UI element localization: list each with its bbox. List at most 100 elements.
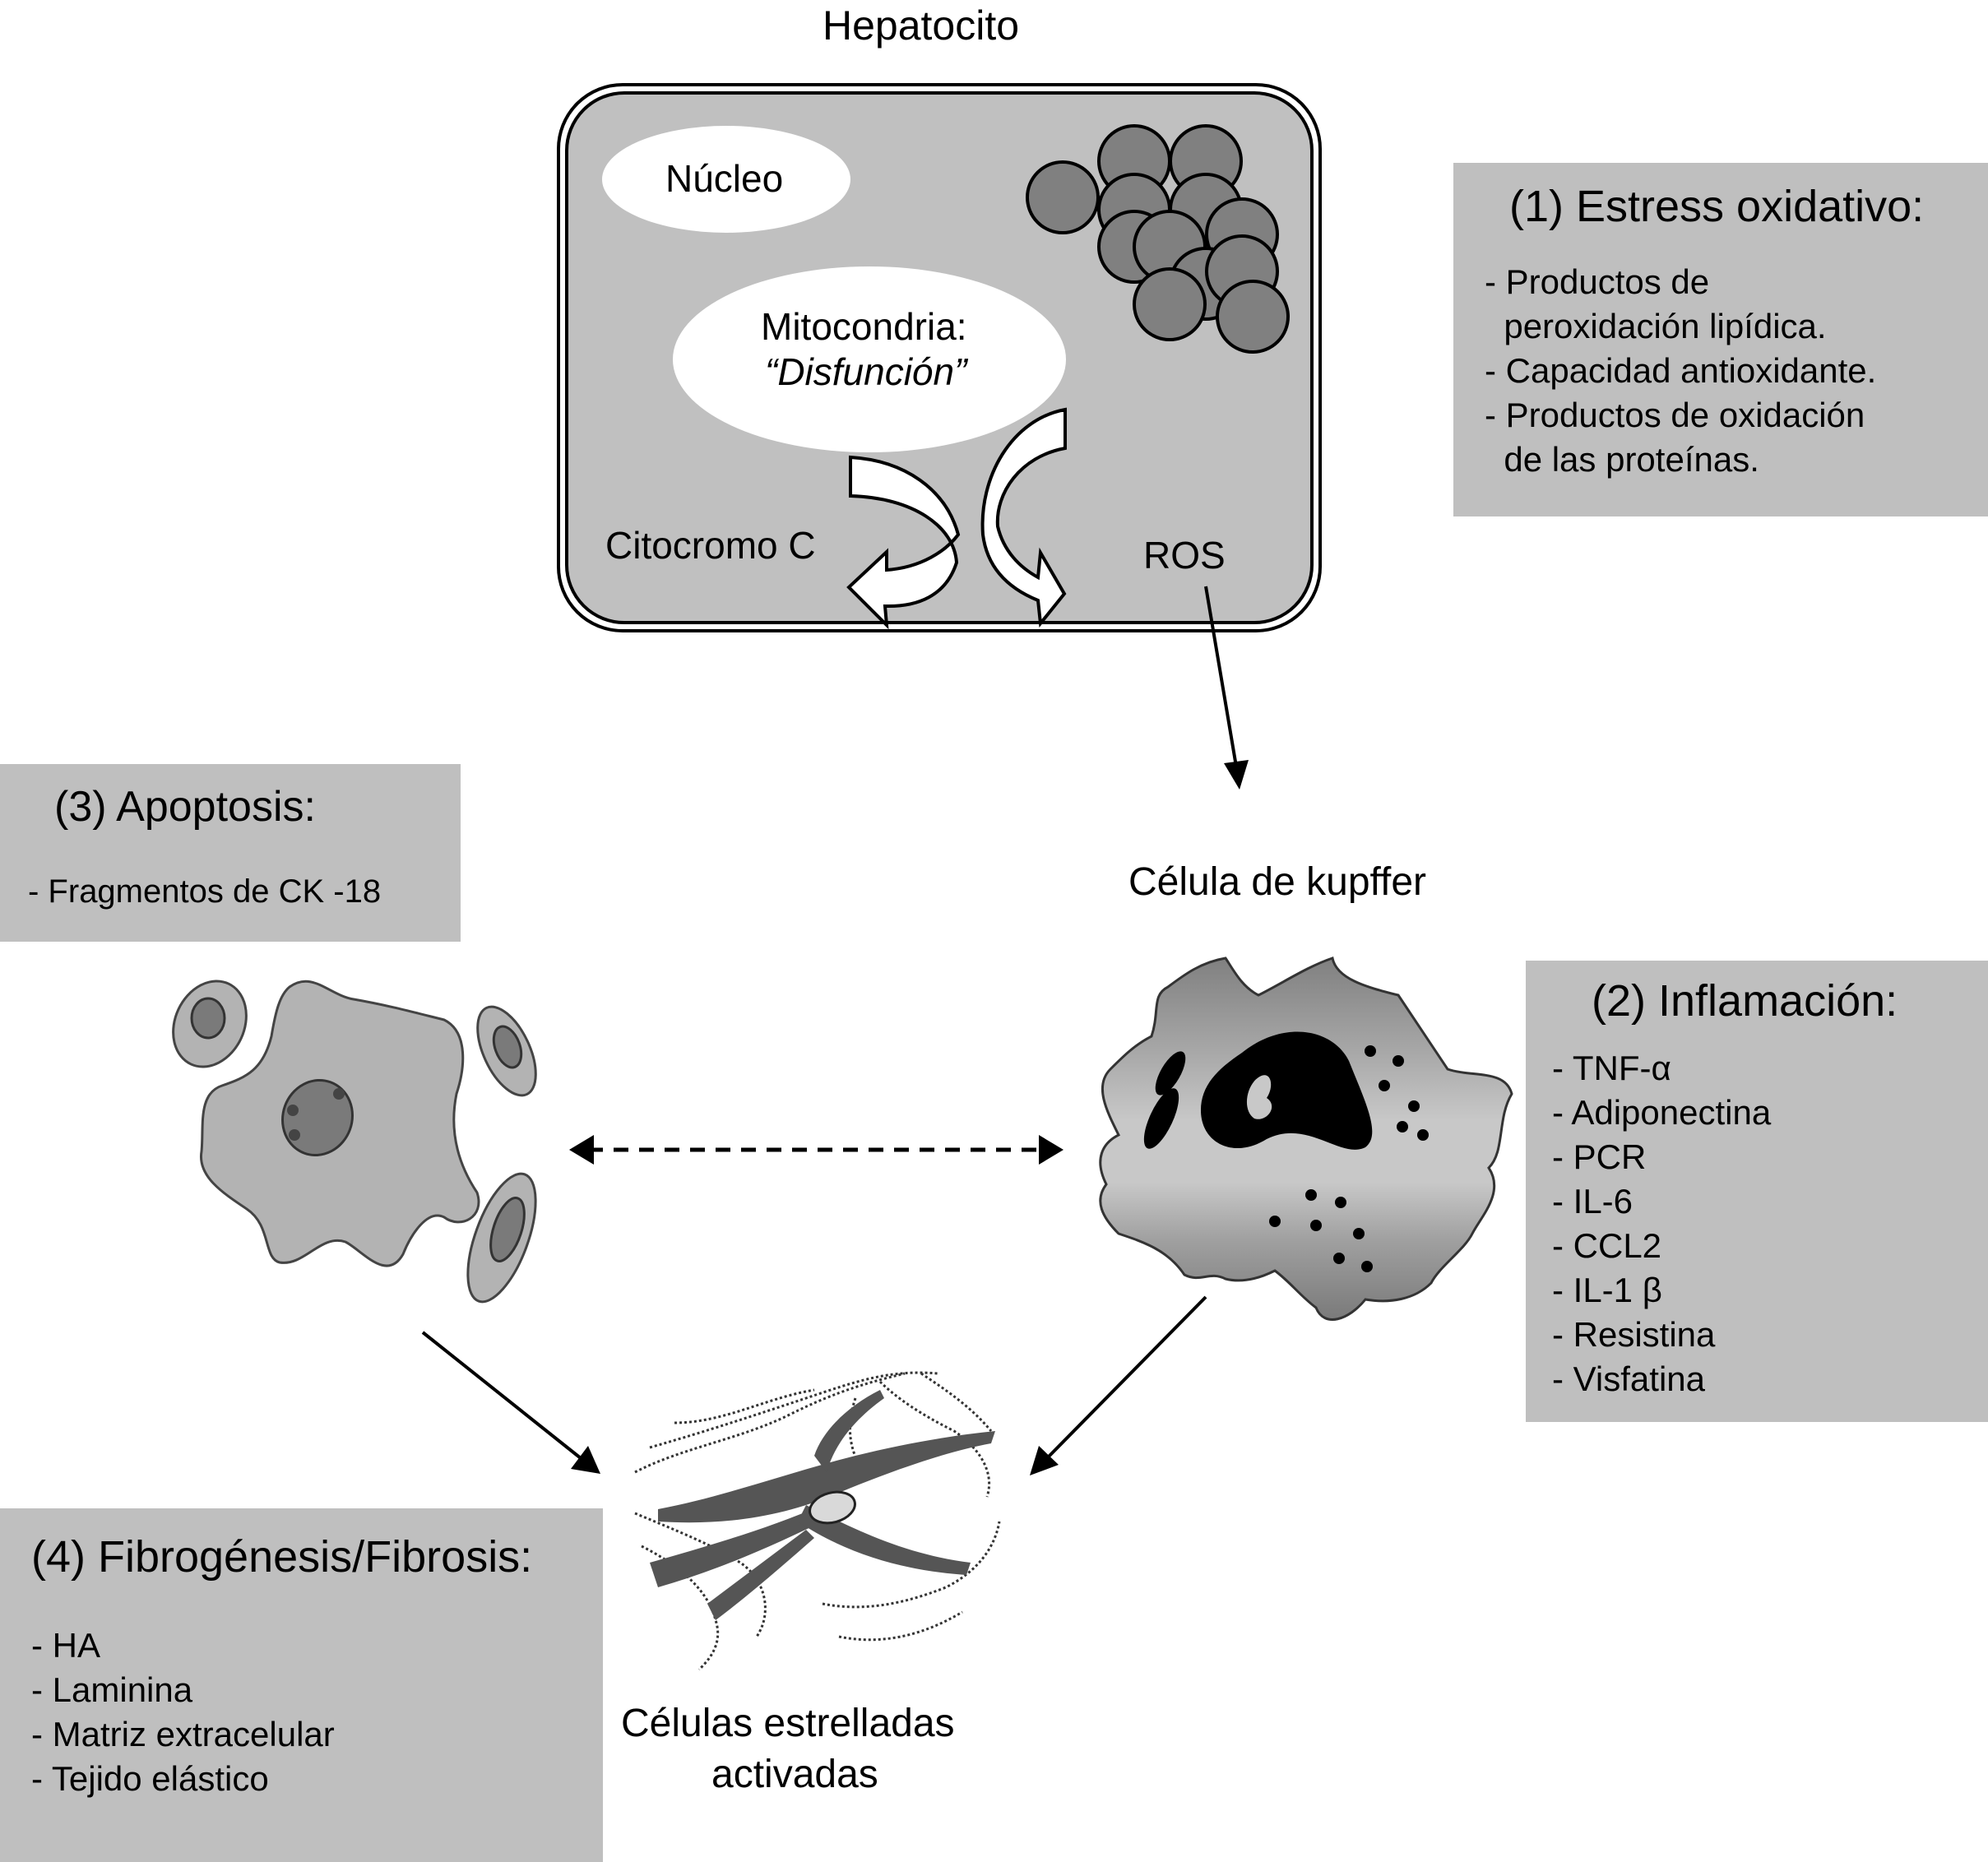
list-item: - HA bbox=[31, 1626, 100, 1665]
nucleus-shape bbox=[602, 126, 850, 233]
fiber bbox=[634, 1512, 767, 1637]
vesicle bbox=[1216, 280, 1290, 354]
inflammation-title: (2) Inflamación: bbox=[1592, 976, 1898, 1026]
granule bbox=[1393, 1055, 1404, 1067]
list-item: - IL-1 β bbox=[1552, 1271, 1662, 1309]
cytochrome-release-arrow bbox=[846, 455, 961, 630]
apoptosis-box: (3) Apoptosis: - Fragmentos de CK -18 bbox=[0, 764, 461, 942]
stellate-nucleus bbox=[809, 1490, 856, 1525]
ros-label: ROS bbox=[1143, 534, 1226, 577]
granule bbox=[1365, 1045, 1376, 1057]
hepatocyte-outer-border bbox=[557, 83, 1322, 632]
granule bbox=[1397, 1121, 1408, 1132]
chromatin-dot bbox=[289, 1129, 300, 1141]
apoptotic-body-core bbox=[492, 1025, 523, 1069]
fibrosis-list: - HA - Laminina - Matriz extracelular - … bbox=[31, 1623, 335, 1801]
fiber bbox=[920, 1372, 993, 1432]
fiber bbox=[822, 1521, 1001, 1609]
stellate-label-line1: Células estrelladas bbox=[621, 1702, 955, 1745]
vesicle bbox=[1133, 267, 1207, 341]
kupffer-label: Célula de kupffer bbox=[1128, 860, 1427, 904]
list-item: de las proteínas. bbox=[1485, 440, 1759, 479]
cytochrome-c-label: Citocromo C bbox=[605, 524, 816, 567]
process bbox=[650, 1505, 831, 1587]
fiber bbox=[838, 1610, 963, 1642]
granule bbox=[1335, 1197, 1346, 1208]
kupffer-vacuole bbox=[1155, 1051, 1186, 1095]
process bbox=[658, 1431, 995, 1523]
stellate-processes bbox=[650, 1390, 995, 1620]
nucleus-label: Núcleo bbox=[665, 157, 784, 200]
list-item: - CCL2 bbox=[1552, 1226, 1662, 1265]
list-item: - Matriz extracelular bbox=[31, 1715, 335, 1753]
fibrosis-title: (4) Fibrogénesis/Fibrosis: bbox=[31, 1532, 533, 1582]
apoptosis-title: (3) Apoptosis: bbox=[54, 783, 316, 831]
kupffer-cell-body bbox=[1099, 956, 1513, 1321]
ros-release-arrow bbox=[980, 407, 1067, 628]
list-item: - TNF-α bbox=[1552, 1049, 1671, 1087]
list-item: - Laminina bbox=[31, 1670, 193, 1709]
fiber bbox=[878, 1380, 991, 1498]
apoptosis-to-stellate-arrow bbox=[421, 1331, 582, 1460]
mitochondria-shape bbox=[673, 266, 1066, 452]
arrowhead bbox=[1224, 760, 1249, 790]
ros-to-kupffer-arrow bbox=[1204, 586, 1238, 767]
chromatin-dot bbox=[333, 1088, 345, 1100]
granule bbox=[1333, 1253, 1345, 1264]
oxidative-stress-title: (1) Estress oxidativo: bbox=[1509, 182, 1925, 231]
lipid-vesicles bbox=[1026, 124, 1290, 354]
list-item: - Productos de bbox=[1485, 262, 1710, 301]
oxidative-stress-box: (1) Estress oxidativo: - Productos de pe… bbox=[1453, 163, 1988, 516]
arrowhead-left bbox=[569, 1135, 594, 1165]
mitochondria-state: “Disfunción” bbox=[765, 350, 967, 393]
stellate-label-line2: activadas bbox=[711, 1753, 878, 1796]
process bbox=[814, 1390, 884, 1472]
kupffer-nucleus bbox=[1201, 1031, 1373, 1150]
granule bbox=[1408, 1100, 1420, 1112]
list-item: - Tejido elástico bbox=[31, 1759, 269, 1798]
granule bbox=[1361, 1261, 1373, 1272]
inflammation-list: - TNF-α - Adiponectina - PCR - IL-6 - CC… bbox=[1552, 1046, 1771, 1401]
granule bbox=[1333, 1066, 1345, 1077]
list-item: - Visfatina bbox=[1552, 1359, 1705, 1398]
process bbox=[798, 1505, 971, 1575]
granule bbox=[1269, 1216, 1281, 1227]
list-item: - Capacidad antioxidante. bbox=[1485, 351, 1877, 390]
list-item: - PCR bbox=[1552, 1137, 1647, 1176]
fiber bbox=[634, 1372, 906, 1474]
chromatin-dot bbox=[287, 1105, 299, 1116]
granule bbox=[1310, 1220, 1322, 1231]
granule bbox=[1379, 1080, 1390, 1091]
kupffer-granules bbox=[1269, 1045, 1429, 1272]
fibrosis-box: (4) Fibrogénesis/Fibrosis: - HA - Lamini… bbox=[0, 1508, 603, 1862]
stellate-fibers bbox=[634, 1371, 1001, 1671]
arrowhead bbox=[571, 1446, 600, 1474]
apoptotic-body-core bbox=[489, 1197, 526, 1262]
oxidative-stress-list: - Productos de peroxidación lipídica. - … bbox=[1485, 260, 1876, 482]
fiber bbox=[649, 1371, 938, 1449]
list-item: peroxidación lipídica. bbox=[1485, 307, 1827, 345]
list-item: - IL-6 bbox=[1552, 1182, 1633, 1220]
hepatocyte-title: Hepatocito bbox=[823, 2, 1020, 49]
kupffer-nucleolus bbox=[1246, 1075, 1272, 1119]
apoptotic-body-core bbox=[190, 997, 226, 1040]
fiber bbox=[674, 1388, 815, 1424]
kupffer-to-stellate-arrow bbox=[1045, 1295, 1207, 1460]
mitochondria-label: Mitocondria: bbox=[761, 305, 967, 348]
granule bbox=[1353, 1228, 1365, 1239]
process bbox=[707, 1530, 814, 1620]
arrowhead bbox=[1030, 1446, 1059, 1475]
apoptosis-list: - Fragmentos de CK -18 bbox=[28, 869, 381, 914]
list-item: - Productos de oxidación bbox=[1485, 396, 1865, 434]
granule bbox=[1305, 1189, 1317, 1201]
inflammation-box: (2) Inflamación: - TNF-α - Adiponectina … bbox=[1526, 961, 1988, 1422]
list-item: - Fragmentos de CK -18 bbox=[28, 873, 382, 910]
vesicle bbox=[1026, 160, 1100, 234]
kupffer-vacuole bbox=[1143, 1088, 1179, 1149]
list-item: - Adiponectina bbox=[1552, 1093, 1772, 1132]
granule bbox=[1417, 1129, 1429, 1141]
